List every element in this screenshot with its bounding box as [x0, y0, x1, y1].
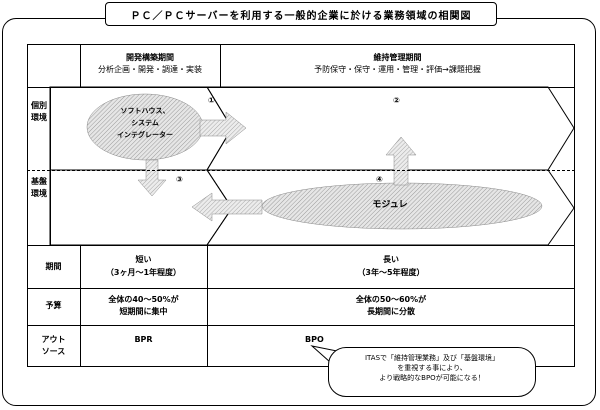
grid-line [207, 245, 208, 367]
row-label-base: 基盤環境 [31, 177, 47, 198]
period-ops-main: 長い [383, 255, 399, 264]
row-label-budget: 予算 [45, 301, 62, 310]
arrow-right [199, 111, 247, 145]
grid-line [27, 87, 575, 88]
row-label-outsource-1: アウト [41, 335, 66, 344]
period-dev-main: 短い [135, 255, 152, 264]
period-ops-sub: （3年～5年程度） [357, 268, 425, 277]
grid-line [220, 44, 221, 87]
row-label-individual: 個別環境 [31, 101, 47, 122]
grid-line [27, 325, 575, 326]
integrator-label-2: システム [131, 119, 159, 127]
marker-2: ② [393, 96, 400, 105]
grid-dashed-line [27, 170, 575, 171]
budget-ops-2: 長期間に分散 [367, 307, 415, 316]
marker-4: ④ [376, 175, 383, 184]
row-label-outsource-2: ソース [41, 347, 66, 356]
matrix-grid [27, 44, 575, 367]
dev-phase-detail: 分析企画・開発・調達・実装 [98, 65, 202, 74]
grid-line [80, 245, 81, 367]
budget-ops-1: 全体の50～60%が [355, 295, 427, 304]
period-dev-sub: （3ヶ月～1年程度） [105, 268, 182, 277]
dev-phase-name: 開発構築期間 [126, 53, 174, 62]
marker-3: ③ [176, 175, 183, 184]
integrator-label-3: インテグレーター [117, 131, 173, 139]
module-label: モジュレ [372, 200, 408, 210]
callout-line-2: を重視する事により、 [397, 364, 467, 372]
arrow-up [385, 136, 417, 186]
callout-line-3: より戦略的なBPOが可能になる！ [379, 374, 485, 382]
budget-dev-1: 全体の40～50%が [108, 295, 179, 304]
marker-1: ① [208, 96, 215, 105]
outsource-ops: BPO [305, 335, 324, 344]
callout-bubble: ITASで「維持管理業務」及び「基盤環境」 を重視する事により、 より戦略的なB… [328, 347, 536, 397]
grid-line [27, 245, 575, 246]
ops-phase-name: 維持管理期間 [373, 53, 422, 62]
arrow-down [137, 159, 167, 197]
ops-phase-detail: 予防保守・保守・運用・管理・評価→課題把握 [314, 65, 481, 74]
grid-line [50, 87, 51, 245]
diagram-title: ＰＣ／ＰＣサーバーを利用する一般的企業に於ける業務領域の相関図 [105, 2, 497, 26]
arrow-left [191, 192, 263, 222]
outsource-dev: BPR [134, 335, 153, 344]
budget-dev-2: 短期間に集中 [119, 307, 168, 316]
callout-line-1: ITASで「維持管理業務」及び「基盤環境」 [364, 354, 500, 362]
grid-line [80, 44, 81, 87]
grid-line [27, 288, 575, 289]
row-label-period: 期間 [45, 262, 62, 271]
integrator-label-1: ソフトハウス、 [120, 107, 170, 115]
